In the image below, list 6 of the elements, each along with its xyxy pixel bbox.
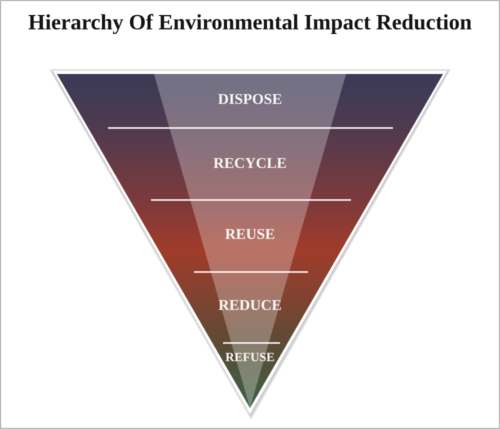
level-label: REUSE [225,228,274,240]
level-label: REDUCE [218,300,281,310]
level-label: DISPOSE [218,94,282,104]
title: Hierarchy Of Environmental Impact Reduction [28,14,472,34]
level-label: REFUSE [226,352,274,362]
level-label: RECYCLE [214,158,286,168]
